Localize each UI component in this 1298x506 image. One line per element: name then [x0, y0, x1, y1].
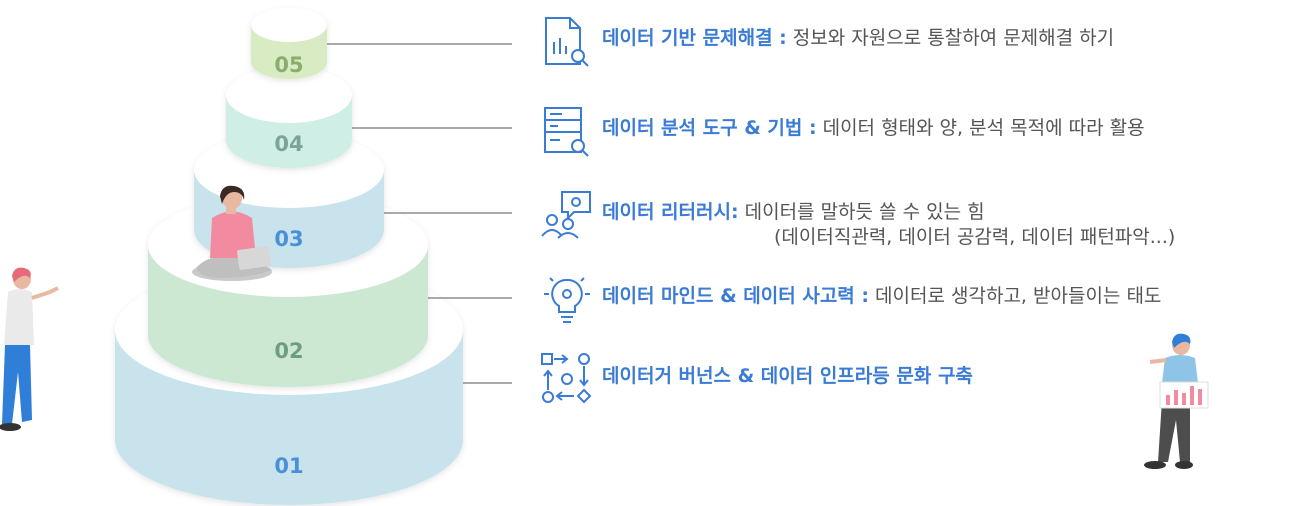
item-data-literacy: 데이터 리터러시: 데이터를 말하듯 쓸 수 있는 힘 (데이터직관력, 데이터…: [540, 188, 1175, 249]
item-data-mind: 데이터 마인드 & 데이터 사고력 : 데이터로 생각하고, 받아들이는 태도: [540, 272, 1161, 326]
item-analysis-tools: 데이터 분석 도구 & 기법 : 데이터 형태와 양, 분석 목적에 따라 활용: [540, 104, 1145, 158]
item-data-based-problem-solving: 데이터 기반 문제해결 : 정보와 자원으로 통찰하여 문제해결 하기: [540, 14, 1114, 68]
item-subtext: (데이터직관력, 데이터 공감력, 데이터 패턴파악...): [774, 226, 1176, 248]
lightbulb-gear-icon: [544, 277, 590, 323]
item-title: 데이터 마인드 & 데이터 사고력 :: [602, 285, 870, 307]
item-title: 데이터 리터러시:: [602, 201, 739, 223]
item-desc: 데이터로 생각하고, 받아들이는 태도: [869, 285, 1162, 307]
workflow-gear-icon: [541, 353, 592, 404]
thinking-man-illustration: [0, 267, 59, 431]
tier-label-05: 05: [274, 53, 303, 77]
item-title: 데이터거 버넌스 & 데이터 인프라등 문화 구축: [602, 365, 973, 387]
presenting-man-illustration: [1144, 333, 1209, 469]
item-data-governance: 데이터거 버넌스 & 데이터 인프라등 문화 구축: [540, 352, 973, 406]
data-list-search-icon: [544, 107, 589, 157]
tier-label-02: 02: [274, 339, 303, 363]
tier-label-01: 01: [274, 454, 303, 478]
people-gear-icon: [541, 191, 591, 239]
item-title: 데이터 분석 도구 & 기법 :: [602, 117, 817, 139]
item-desc: 정보와 자원으로 통찰하여 문제해결 하기: [786, 27, 1115, 49]
document-search-icon: [545, 17, 589, 67]
tier-04: [226, 67, 352, 168]
item-desc: 데이터 형태와 양, 분석 목적에 따라 활용: [816, 117, 1145, 139]
tier-label-03: 03: [274, 227, 303, 251]
item-desc: 데이터를 말하듯 쓸 수 있는 힘: [738, 201, 985, 223]
item-title: 데이터 기반 문제해결 :: [602, 27, 787, 49]
tier-05: [251, 8, 327, 79]
tier-label-04: 04: [274, 132, 303, 156]
woman-with-laptop-illustration: [192, 185, 272, 281]
